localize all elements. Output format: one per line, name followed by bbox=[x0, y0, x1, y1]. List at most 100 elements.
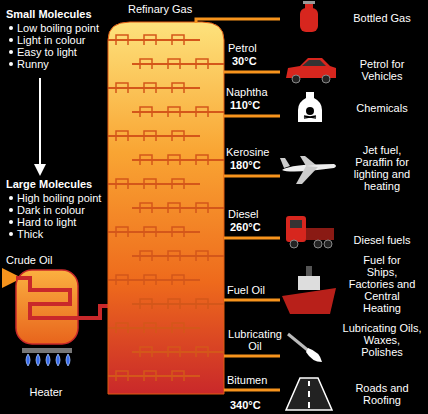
bubble-cap bbox=[116, 371, 128, 381]
bubble-cap bbox=[168, 347, 180, 357]
bullet-item: Dark in colour bbox=[8, 204, 85, 216]
bullet-item: Easy to light bbox=[8, 46, 77, 58]
bubble-cap bbox=[196, 347, 208, 357]
bubble-cap bbox=[196, 107, 208, 117]
tray bbox=[108, 87, 200, 89]
product-label: Bottled Gas bbox=[340, 12, 424, 24]
bubble-cap bbox=[172, 35, 184, 45]
bubble-cap bbox=[168, 155, 180, 165]
bubble-cap bbox=[196, 299, 208, 309]
tray bbox=[132, 159, 224, 161]
temperature: 340°C bbox=[230, 399, 261, 411]
bubble-cap bbox=[172, 227, 184, 237]
bubble-cap bbox=[116, 323, 128, 333]
bubble-cap bbox=[116, 83, 128, 93]
bubble-cap bbox=[172, 131, 184, 141]
heater-tank bbox=[16, 270, 78, 344]
fraction-label: Petrol bbox=[228, 42, 257, 54]
truck-icon bbox=[286, 216, 334, 248]
tray bbox=[132, 111, 224, 113]
bubble-cap bbox=[144, 179, 156, 189]
bubble-cap bbox=[116, 275, 128, 285]
bubble-cap bbox=[140, 107, 152, 117]
temperature: 110°C bbox=[230, 99, 260, 111]
tray bbox=[108, 39, 200, 41]
tray bbox=[132, 303, 224, 305]
bubble-cap bbox=[168, 59, 180, 69]
bullet-item: Runny bbox=[8, 58, 49, 70]
bullet-item: Thick bbox=[8, 228, 43, 240]
tray bbox=[108, 279, 200, 281]
flames bbox=[26, 354, 70, 366]
bubble-cap bbox=[144, 35, 156, 45]
bubble-cap bbox=[144, 275, 156, 285]
bubble-cap bbox=[144, 371, 156, 381]
tray bbox=[108, 327, 200, 329]
fraction-label: Kerosine bbox=[226, 146, 269, 158]
bubble-cap bbox=[172, 275, 184, 285]
bubble-cap bbox=[140, 251, 152, 261]
bubble-cap bbox=[196, 251, 208, 261]
product-label: Diesel fuels bbox=[340, 234, 424, 246]
tray bbox=[132, 351, 224, 353]
fraction-label: Naphtha bbox=[226, 86, 268, 98]
bubble-cap bbox=[172, 179, 184, 189]
fraction-label: Refinary Gas bbox=[128, 3, 192, 15]
bubble-cap bbox=[196, 155, 208, 165]
bullet-item: High boiling point bbox=[8, 192, 101, 204]
product-label: Fuel for Ships, Factories and Central He… bbox=[347, 254, 417, 314]
product-label: Chemicals bbox=[340, 102, 424, 114]
bubble-cap bbox=[116, 179, 128, 189]
bullet-item: Low boiling point bbox=[8, 22, 99, 34]
bubble-cap bbox=[144, 83, 156, 93]
burner bbox=[22, 348, 72, 353]
gas-cylinder-icon bbox=[300, 1, 318, 32]
bubble-cap bbox=[144, 323, 156, 333]
bubble-cap bbox=[140, 299, 152, 309]
fraction-label: Lubricating Oil bbox=[226, 328, 284, 352]
heading: Large Molecules bbox=[6, 178, 92, 190]
bubble-cap bbox=[116, 35, 128, 45]
node-label: Heater bbox=[10, 386, 82, 398]
bubble-cap bbox=[168, 107, 180, 117]
temperature: 260°C bbox=[230, 221, 261, 233]
bullet-item: Light in colour bbox=[8, 34, 86, 46]
inlet-arrow bbox=[2, 276, 12, 280]
ship-icon bbox=[282, 266, 336, 314]
bubble-cap bbox=[144, 227, 156, 237]
bullet-item: Hard to light bbox=[8, 216, 76, 228]
feed-label: Crude Oil bbox=[6, 254, 52, 266]
bubble-cap bbox=[144, 131, 156, 141]
temperature: 30°C bbox=[232, 55, 257, 67]
bubble-cap bbox=[172, 83, 184, 93]
chemical-bottle-icon bbox=[298, 92, 322, 122]
tray bbox=[108, 183, 200, 185]
tray bbox=[132, 255, 224, 257]
bubble-cap bbox=[140, 155, 152, 165]
bubble-cap bbox=[116, 227, 128, 237]
bubble-cap bbox=[196, 203, 208, 213]
product-label: Roads and Roofing bbox=[350, 382, 414, 406]
fractionating-column bbox=[108, 22, 224, 394]
size-arrow bbox=[39, 78, 41, 170]
column-trays bbox=[108, 35, 224, 381]
bubble-cap bbox=[196, 59, 208, 69]
tray bbox=[132, 207, 224, 209]
product-label: Lubricating Oils, Waxes, Polishes bbox=[342, 322, 422, 358]
heater-unit: Heater bbox=[10, 266, 82, 398]
heater-coil bbox=[16, 278, 110, 318]
bubble-cap bbox=[140, 59, 152, 69]
product-label: Jet fuel, Paraffin for lighting and heat… bbox=[345, 144, 419, 192]
tray bbox=[108, 231, 200, 233]
car-icon bbox=[286, 58, 336, 83]
bubble-cap bbox=[116, 131, 128, 141]
tray bbox=[132, 63, 224, 65]
tray bbox=[108, 375, 200, 377]
fraction-label: Diesel bbox=[228, 208, 259, 220]
heading: Small Molecules bbox=[6, 8, 92, 20]
temperature: 180°C bbox=[230, 159, 261, 171]
bubble-cap bbox=[172, 371, 184, 381]
bubble-cap bbox=[168, 203, 180, 213]
fraction-label: Bitumen bbox=[227, 374, 267, 386]
bubble-cap bbox=[140, 347, 152, 357]
